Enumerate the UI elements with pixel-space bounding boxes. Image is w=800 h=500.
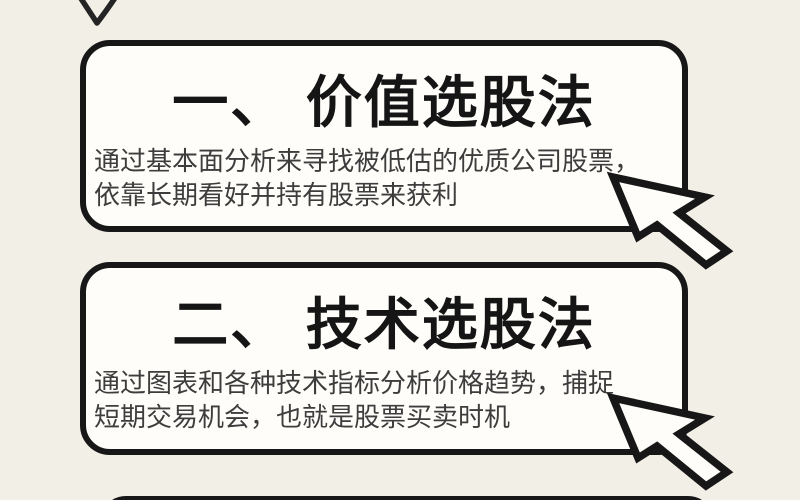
section-description: 通过图表和各种技术指标分析价格趋势，捕捉 短期交易机会，也就是股票买卖时机 [86,366,682,434]
cursor-arrow-icon [606,392,734,491]
section-title: 一、 价值选股法 [172,71,596,134]
section-description: 通过基本面分析来寻找被低估的优质公司股票， 依靠长期看好并持有股票来获利 [86,144,682,212]
description-line: 短期交易机会，也就是股票买卖时机 [94,402,511,432]
section-card-value-method: 一、 价值选股法 通过基本面分析来寻找被低估的优质公司股票， 依靠长期看好并持有… [80,40,688,232]
cursor-arrow-icon [606,171,734,270]
description-line: 通过基本面分析来寻找被低估的优质公司股票， [94,146,641,176]
arrow-tip-v-icon [78,0,117,26]
description-line: 依靠长期看好并持有股票来获利 [94,180,459,210]
description-line: 通过图表和各种技术指标分析价格趋势，捕捉 [94,368,615,398]
section-card-technical-method: 二、 技术选股法 通过图表和各种技术指标分析价格趋势，捕捉 短期交易机会，也就是… [80,262,688,455]
section-title: 二、 技术选股法 [172,293,596,356]
